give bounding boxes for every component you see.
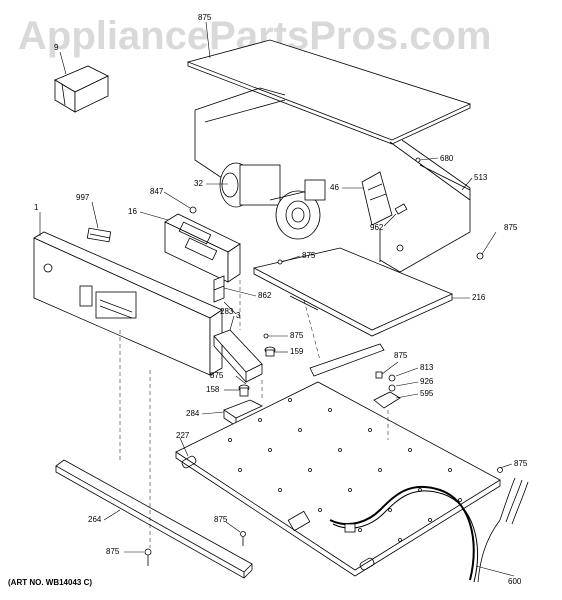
callout-962: 962	[370, 223, 384, 232]
callout-680: 680	[440, 154, 454, 163]
callout-926: 926	[420, 377, 434, 386]
base-plate-part	[175, 381, 501, 577]
thermostat-part	[238, 384, 250, 397]
screw-part	[144, 548, 152, 566]
screws	[263, 157, 503, 473]
callout-46: 46	[330, 183, 339, 192]
callout-813: 813	[420, 363, 434, 372]
callout-875-158: 875	[210, 371, 224, 380]
callout-227: 227	[176, 431, 190, 440]
dashed-guides	[119, 280, 389, 548]
callout-labels: 875 9 680 513 875 847 32 46 997 16 1 962…	[34, 13, 528, 586]
callout-158: 158	[206, 385, 220, 394]
callout-595: 595	[420, 389, 434, 398]
right-bracket-part	[373, 371, 401, 409]
callout-513: 513	[474, 173, 488, 182]
callout-264: 264	[88, 515, 102, 524]
callout-875-mid: 875	[302, 251, 316, 260]
callout-875-bot: 875	[214, 515, 228, 524]
callout-875-159: 875	[290, 331, 304, 340]
art-number: (ART NO. WB14043 C)	[8, 578, 93, 587]
leader-lines	[39, 21, 515, 577]
callout-997: 997	[76, 193, 90, 202]
bracket-part	[213, 275, 225, 303]
callout-875-far: 875	[514, 459, 528, 468]
front-panel-part	[33, 231, 223, 376]
callout-875-right: 875	[504, 223, 518, 232]
blower-motor-part	[219, 162, 326, 240]
screw-part-2	[240, 531, 246, 546]
callout-284: 284	[186, 409, 200, 418]
callout-159: 159	[290, 347, 304, 356]
callout-283: 283	[220, 307, 234, 316]
callout-216: 216	[472, 293, 486, 302]
wire-harness-part	[329, 477, 529, 583]
callout-32: 32	[194, 179, 203, 188]
duct-part	[213, 329, 263, 384]
callout-875-top: 875	[198, 13, 212, 22]
callout-9: 9	[54, 43, 59, 52]
box-part	[54, 65, 109, 113]
callout-875-right2: 875	[394, 351, 408, 360]
callout-862: 862	[258, 291, 272, 300]
board-part	[361, 171, 408, 226]
callout-16: 16	[128, 207, 137, 216]
rear-housing-part	[194, 87, 471, 273]
sensor-part	[264, 346, 276, 357]
rail-part	[309, 343, 385, 377]
top-cover-part	[186, 39, 472, 145]
callout-600: 600	[508, 577, 522, 586]
control-board-part	[164, 206, 241, 283]
callout-3: 3	[236, 311, 241, 320]
ribbon-cable-part	[86, 227, 112, 243]
callout-875-left: 875	[106, 547, 120, 556]
callout-847: 847	[150, 187, 164, 196]
callout-1: 1	[34, 203, 39, 212]
